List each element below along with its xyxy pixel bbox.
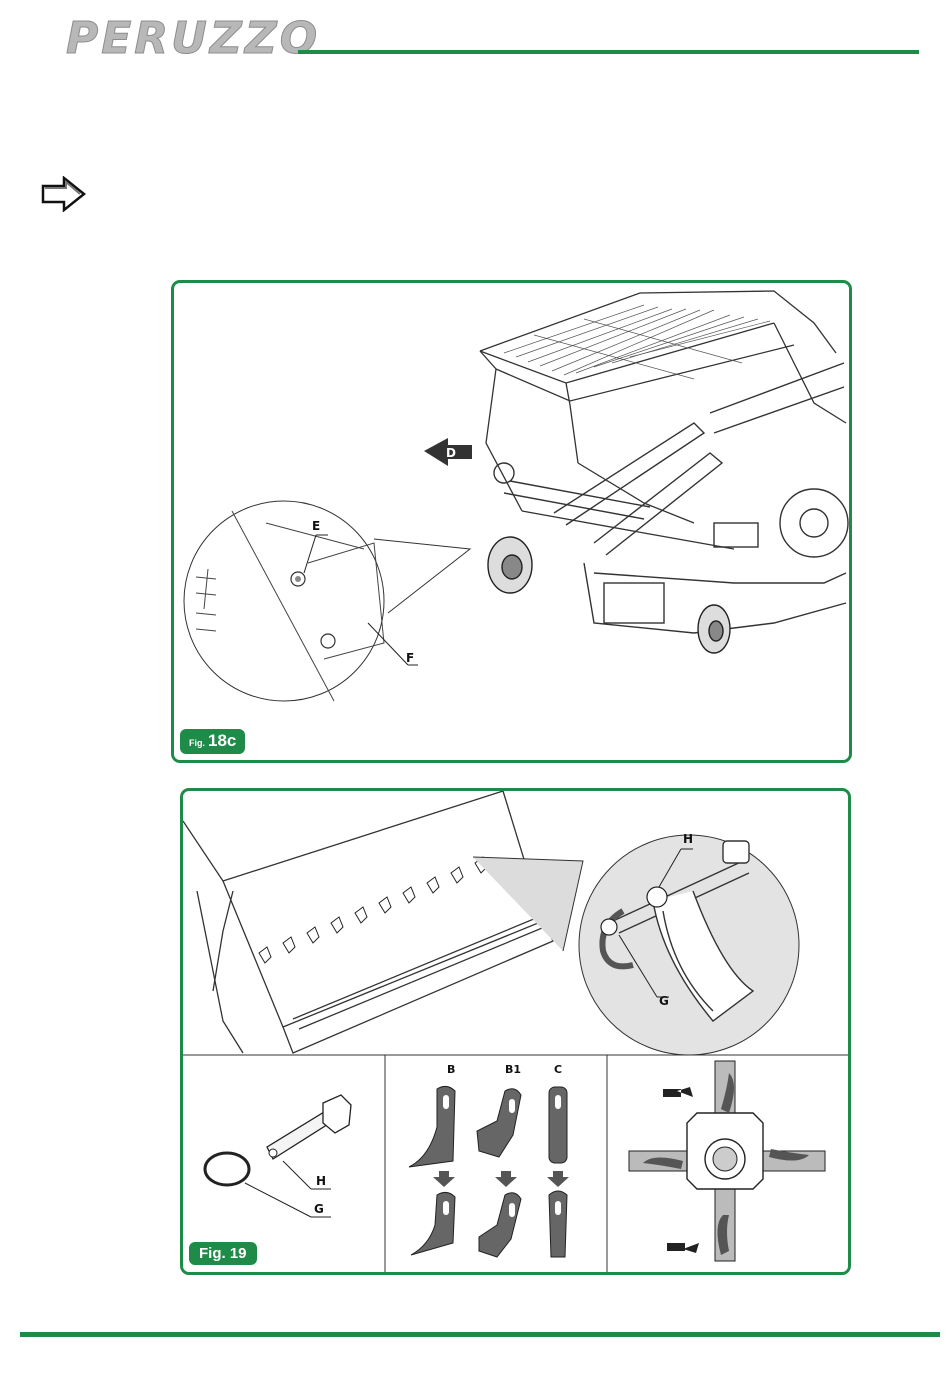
badge-label: Fig. 19	[199, 1245, 247, 1262]
figure-18c-panel: D E F Fig. 18c	[171, 280, 852, 763]
badge-prefix: Fig.	[189, 738, 205, 748]
figure-18c-badge: Fig. 18c	[180, 729, 245, 754]
rotor-flange-detail	[629, 1061, 825, 1261]
blade-label-b: B	[447, 1063, 455, 1076]
label-h: H	[683, 832, 693, 846]
arrow-right-outline-icon	[40, 176, 88, 212]
label-d: D	[446, 446, 456, 460]
blade-label-b1: B1	[505, 1063, 521, 1076]
header-rule	[298, 50, 919, 54]
figure-19-drawing: H G H G B B1 C	[183, 791, 848, 1272]
label-f: F	[406, 651, 414, 665]
figure-19-panel: H G H G B B1 C	[180, 788, 851, 1275]
footer-rule	[20, 1332, 940, 1337]
label-g: G	[659, 994, 669, 1008]
blade-label-c: C	[554, 1063, 562, 1076]
bolt-and-ring-detail: H G	[205, 1095, 351, 1217]
figure-18c-drawing: D E F	[174, 283, 849, 760]
figure-19-badge: Fig. 19	[189, 1242, 257, 1265]
blade-types: B B1 C	[409, 1063, 569, 1257]
label-e: E	[312, 519, 320, 533]
parts-label-g: G	[314, 1202, 324, 1216]
badge-number: 18c	[208, 731, 236, 751]
brand-logo: PERUZZO	[66, 14, 320, 64]
detail-magnifier	[184, 501, 384, 701]
parts-label-h: H	[316, 1174, 326, 1188]
